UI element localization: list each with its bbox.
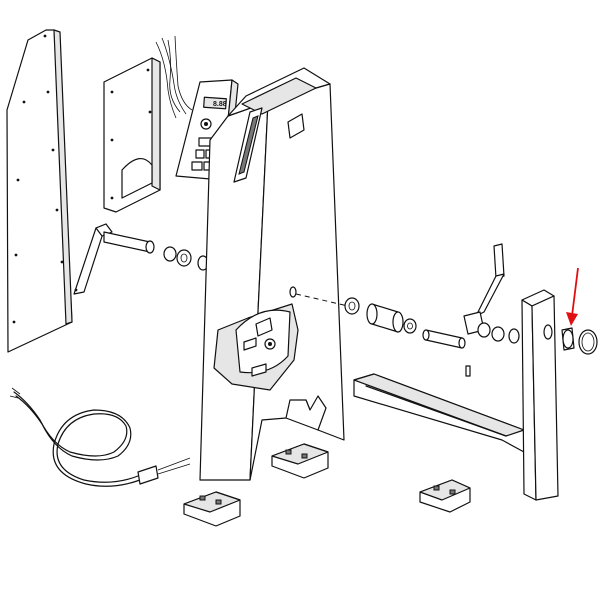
foot-pad-center	[271, 443, 329, 479]
wire-bundle	[155, 35, 193, 119]
red-arrow-icon	[566, 267, 579, 326]
axis-hole	[289, 286, 297, 298]
crank-handle-left	[73, 223, 155, 295]
foot-pad-left	[183, 491, 241, 527]
foot-pad-right	[419, 479, 471, 513]
right-post	[521, 289, 559, 501]
power-cable	[9, 387, 191, 487]
base-rail	[353, 373, 525, 453]
side-cover-plate	[6, 29, 73, 353]
nut-and-washer	[561, 327, 598, 355]
bearing-parts-left	[163, 246, 209, 271]
shaft-parts	[344, 297, 466, 349]
main-frame	[199, 67, 345, 481]
panel-display-text: 8.88	[213, 101, 227, 108]
crank-handle-right	[463, 243, 520, 377]
mounting-plate	[103, 57, 161, 213]
